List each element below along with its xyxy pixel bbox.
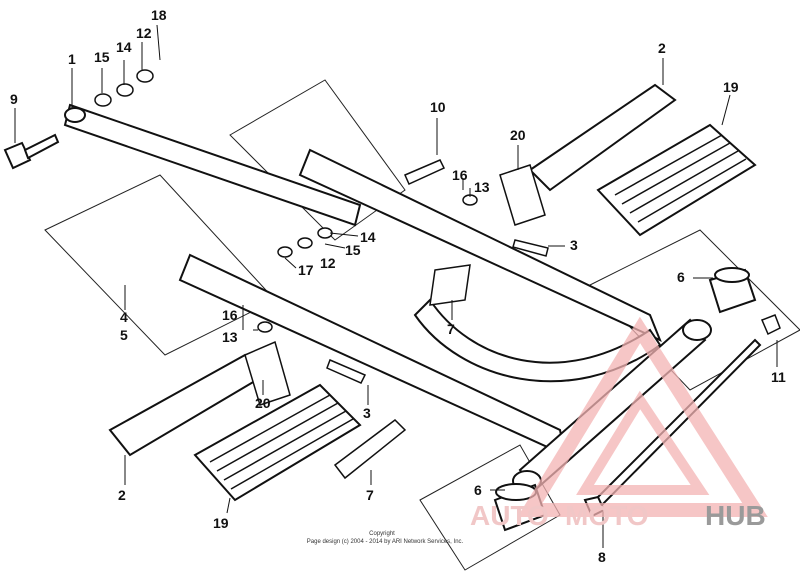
callout-16-top: 16	[452, 167, 468, 183]
watermark-logo	[517, 316, 768, 517]
callout-3-lower: 3	[363, 405, 371, 421]
callout-20-top: 20	[510, 127, 526, 143]
left-bracket-panel	[44, 174, 276, 356]
washer-15-lower	[297, 237, 313, 249]
callout-6-lower: 6	[474, 482, 482, 498]
watermark-triangle	[517, 316, 768, 517]
callout-16-lower: 16	[222, 307, 238, 323]
washer-15	[94, 93, 112, 107]
callout-19-lower: 19	[213, 515, 229, 531]
callout-11: 11	[771, 369, 786, 385]
callout-7-lower: 7	[366, 487, 374, 503]
nut-11	[761, 314, 781, 336]
plate-20-upper	[499, 164, 546, 226]
pin-3-upper	[512, 239, 549, 257]
cross-member	[413, 298, 662, 383]
callout-12-top: 12	[136, 25, 152, 41]
callout-2-top: 2	[658, 40, 666, 56]
watermark-text-moto: MOTO	[565, 500, 648, 531]
callout-3-top: 3	[570, 237, 578, 253]
callout-4: 4	[120, 309, 128, 325]
washer-14	[116, 83, 134, 97]
watermark-text-hub: HUB	[705, 500, 766, 531]
callout-7-upper: 7	[447, 321, 455, 337]
callout-20-lower: 20	[255, 395, 271, 411]
footpegs	[193, 123, 757, 502]
bolt-9-shank	[23, 133, 60, 160]
callout-14-top: 14	[116, 39, 132, 55]
bushing-upper-end	[714, 267, 750, 283]
callout-2-lower: 2	[118, 487, 126, 503]
decals-7	[333, 264, 471, 480]
pin-3-lower	[326, 359, 367, 384]
pivot-tube-end-right	[682, 319, 712, 341]
footpeg-right-ribs	[614, 134, 747, 223]
watermark-inner-triangle	[576, 390, 710, 495]
washer-14-lower	[317, 227, 333, 239]
nut-12-lower	[277, 246, 293, 258]
callout-15-mid: 15	[345, 242, 361, 258]
fasteners	[94, 69, 781, 384]
callout-10: 10	[430, 99, 446, 115]
callout-13-lower: 13	[222, 329, 238, 345]
copyright-notice: Page design (c) 2004 - 2014 by ARI Netwo…	[307, 539, 464, 545]
callout-14-mid: 14	[360, 229, 376, 245]
decal-7-upper	[429, 264, 471, 306]
callout-1: 1	[68, 51, 76, 67]
chain-adjuster	[63, 103, 362, 227]
right-arm-tube	[298, 148, 662, 342]
footpeg-rubber-right	[596, 123, 757, 237]
callout-9: 9	[10, 91, 18, 107]
watermark-text-auto: AUTO	[470, 500, 549, 531]
callout-5: 5	[120, 327, 128, 343]
callout-19-top: 19	[723, 79, 739, 95]
decal-7-lower	[333, 419, 407, 480]
copyright-label: Copyright	[369, 531, 395, 537]
callout-12-mid: 12	[320, 255, 336, 271]
left-arm-tube	[178, 253, 567, 457]
washer-13-lower	[257, 321, 273, 333]
callout-15-top: 15	[94, 49, 110, 65]
leader-lines	[14, 24, 778, 548]
bolt-9-head	[3, 141, 32, 170]
footpeg-left-ribs	[209, 394, 354, 490]
callout-8: 8	[598, 549, 606, 565]
bolt-10	[404, 159, 446, 185]
plate-20-lower	[244, 340, 291, 406]
callout-13-top: 13	[474, 179, 490, 195]
footpeg-bar-right	[528, 83, 677, 192]
callout-18: 18	[151, 7, 167, 23]
callout-6-upper: 6	[677, 269, 685, 285]
plates-20	[244, 164, 546, 406]
callouts: 18 12 14 15 1 9 10 20 2 19 16 13 3 14 15…	[10, 7, 786, 565]
nut-12	[136, 69, 154, 83]
callout-17: 17	[298, 262, 314, 278]
bolt-9	[3, 133, 60, 170]
adjuster-hole	[64, 107, 86, 123]
